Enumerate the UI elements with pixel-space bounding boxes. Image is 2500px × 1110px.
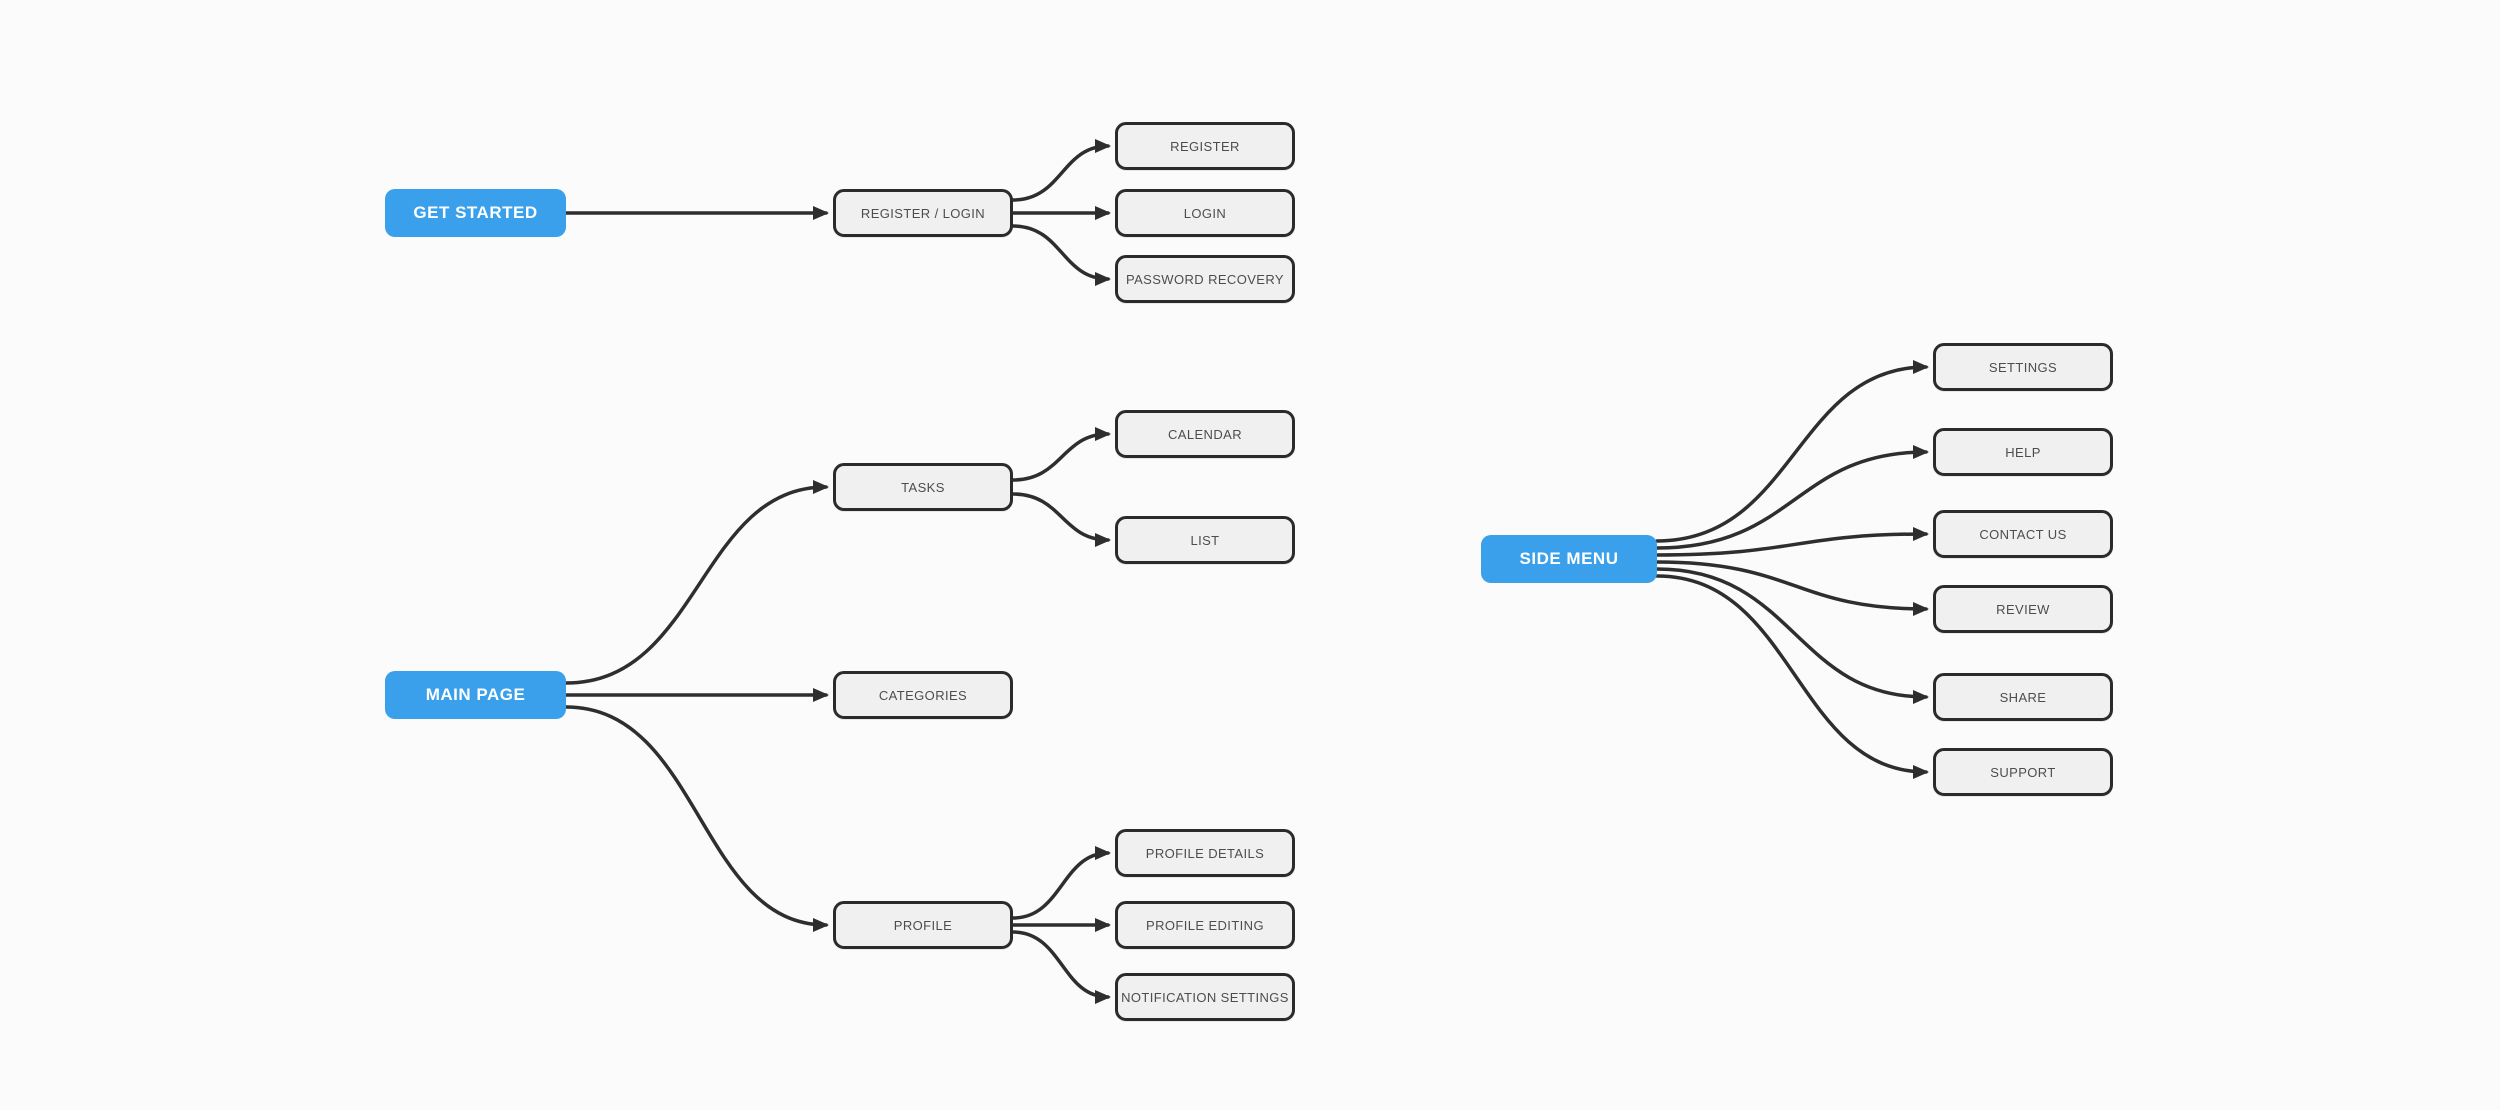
node-categories[interactable]: CATEGORIES <box>833 671 1013 719</box>
node-support[interactable]: SUPPORT <box>1933 748 2113 796</box>
edge-side-menu-to-settings <box>1655 360 1929 543</box>
node-review-label: REVIEW <box>1996 601 2050 617</box>
node-notification-settings[interactable]: NOTIFICATION SETTINGS <box>1115 973 1295 1021</box>
edge-profile-to-notification-settings <box>1011 930 1111 1004</box>
node-get-started-label: GET STARTED <box>413 203 538 222</box>
node-profile-label: PROFILE <box>893 917 953 933</box>
node-profile[interactable]: PROFILE <box>833 901 1013 949</box>
node-register-login-label: REGISTER / LOGIN <box>860 205 986 221</box>
node-login[interactable]: LOGIN <box>1115 189 1295 237</box>
node-register-label: REGISTER <box>1170 138 1240 154</box>
node-settings[interactable]: SETTINGS <box>1933 343 2113 391</box>
node-side-menu-label: SIDE MENU <box>1519 549 1619 568</box>
edge-tasks-to-calendar <box>1011 427 1111 482</box>
node-review[interactable]: REVIEW <box>1933 585 2113 633</box>
node-share[interactable]: SHARE <box>1933 673 2113 721</box>
node-password-recovery[interactable]: PASSWORD RECOVERY <box>1115 255 1295 303</box>
node-profile-editing[interactable]: PROFILE EDITING <box>1115 901 1295 949</box>
node-settings-label: SETTINGS <box>1988 359 2058 375</box>
edge-side-menu-to-review <box>1655 560 1929 616</box>
node-side-menu[interactable]: SIDE MENU <box>1481 535 1657 583</box>
node-help-label: HELP <box>2005 444 2041 460</box>
node-get-started[interactable]: GET STARTED <box>385 189 566 237</box>
node-profile-details-label: PROFILE DETAILS <box>1145 845 1265 861</box>
edge-main-page-to-tasks <box>564 480 829 685</box>
edge-register-login-to-register <box>1011 139 1111 202</box>
node-main-page-label: MAIN PAGE <box>425 685 526 704</box>
node-profile-editing-label: PROFILE EDITING <box>1146 917 1264 933</box>
node-list[interactable]: LIST <box>1115 516 1295 564</box>
node-list-label: LIST <box>1190 532 1220 548</box>
node-main-page[interactable]: MAIN PAGE <box>385 671 566 719</box>
edge-side-menu-to-support <box>1655 574 1929 779</box>
edge-profile-to-profile-details <box>1011 846 1111 920</box>
node-login-label: LOGIN <box>1183 205 1227 221</box>
edge-side-menu-to-contact-us <box>1655 527 1929 557</box>
node-share-label: SHARE <box>1999 689 2047 705</box>
edge-side-menu-to-share <box>1655 567 1929 704</box>
node-register[interactable]: REGISTER <box>1115 122 1295 170</box>
edge-tasks-to-list <box>1011 492 1111 547</box>
node-support-label: SUPPORT <box>1990 764 2056 780</box>
node-password-recovery-label: PASSWORD RECOVERY <box>1125 271 1284 287</box>
node-tasks-label: TASKS <box>901 479 945 495</box>
node-calendar-label: CALENDAR <box>1168 426 1242 442</box>
node-tasks[interactable]: TASKS <box>833 463 1013 511</box>
edge-main-page-to-profile <box>564 705 829 932</box>
node-register-login[interactable]: REGISTER / LOGIN <box>833 189 1013 237</box>
edge-side-menu-to-help <box>1655 445 1929 550</box>
node-profile-details[interactable]: PROFILE DETAILS <box>1115 829 1295 877</box>
node-notification-settings-label: NOTIFICATION SETTINGS <box>1121 989 1289 1005</box>
node-help[interactable]: HELP <box>1933 428 2113 476</box>
node-contact-us-label: CONTACT US <box>1979 526 2067 542</box>
node-categories-label: CATEGORIES <box>878 687 968 703</box>
node-contact-us[interactable]: CONTACT US <box>1933 510 2113 558</box>
edge-register-login-to-password-recovery <box>1011 224 1111 286</box>
node-calendar[interactable]: CALENDAR <box>1115 410 1295 458</box>
